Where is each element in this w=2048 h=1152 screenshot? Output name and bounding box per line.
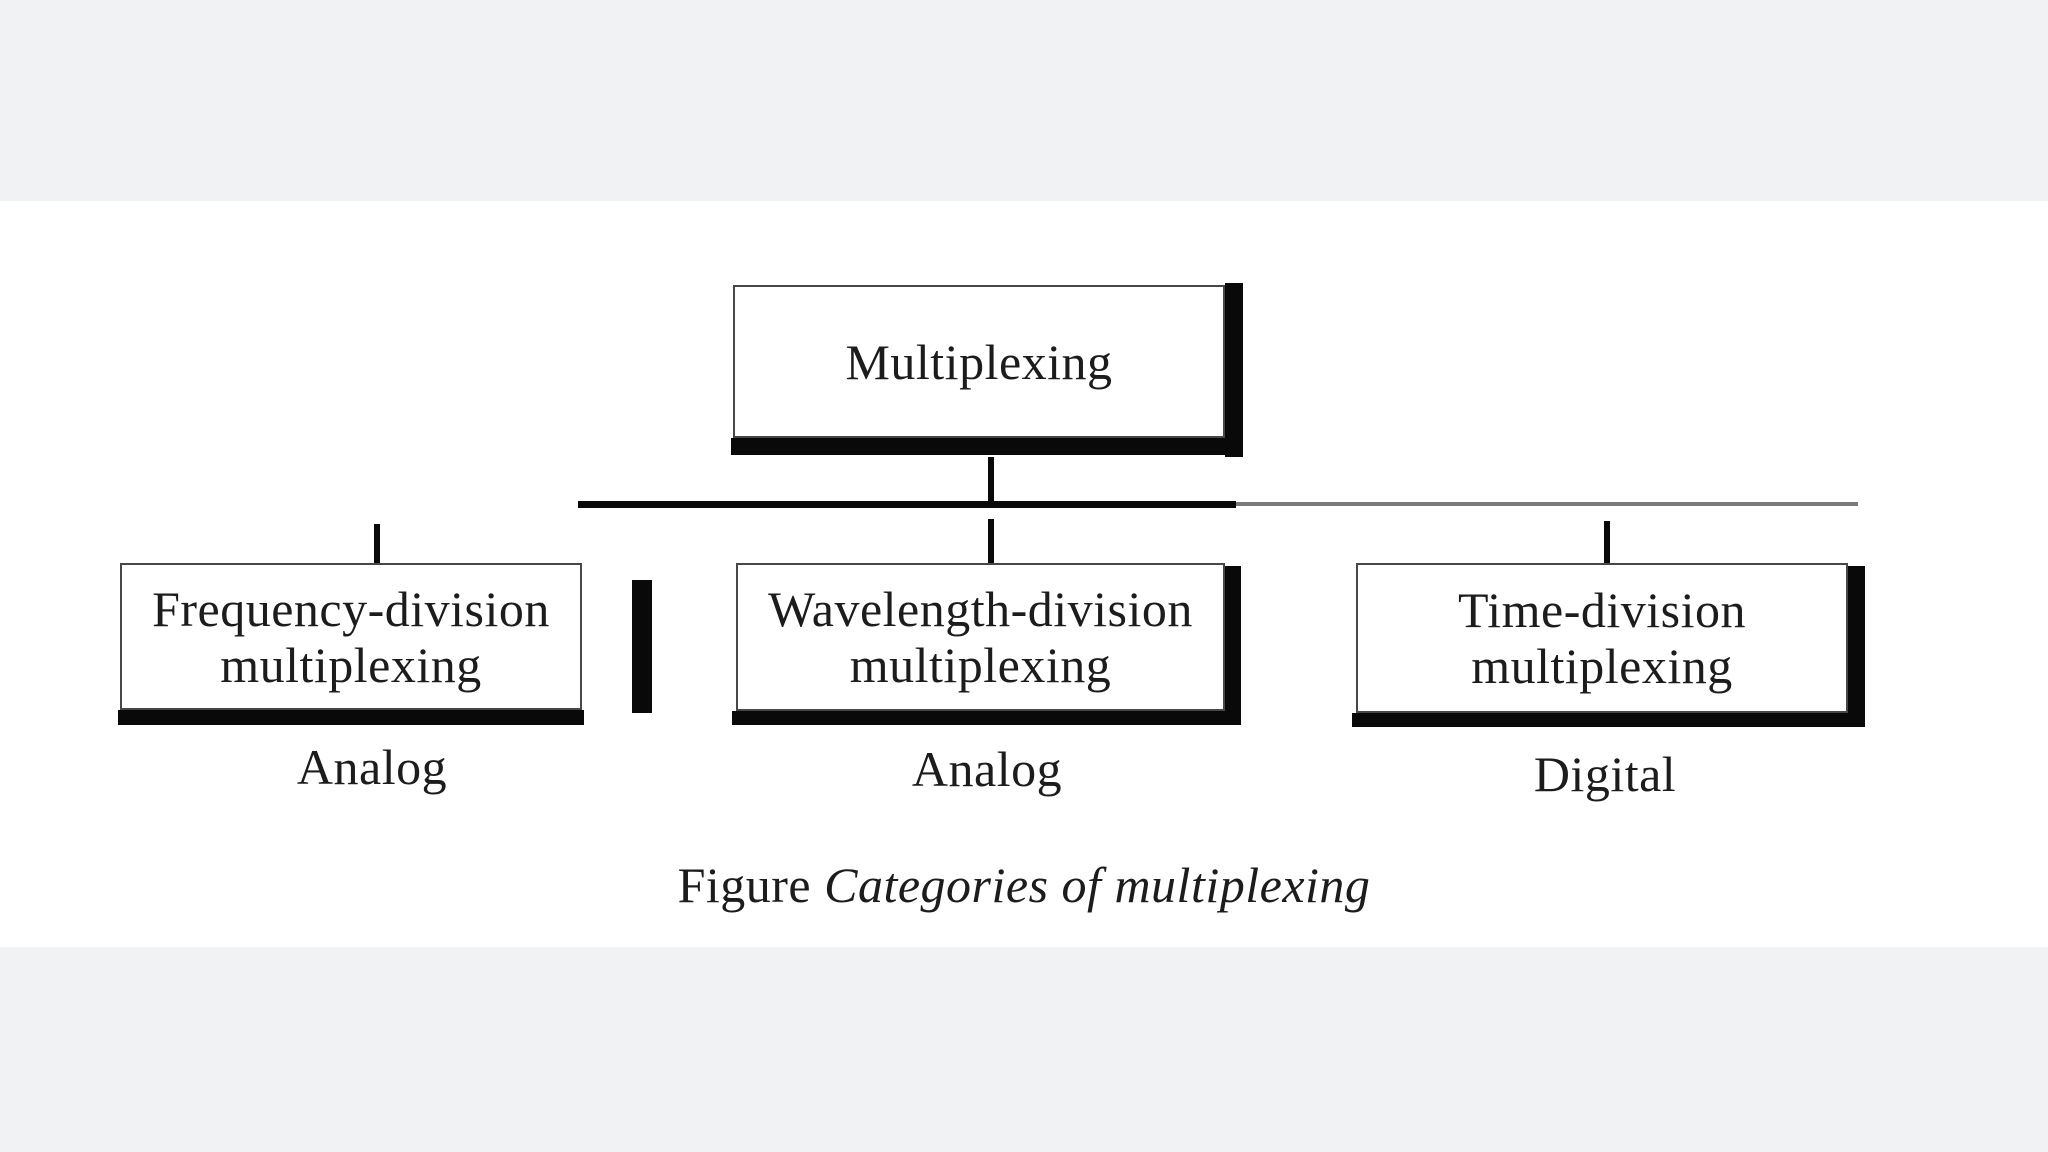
node-multiplexing: Multiplexing — [733, 285, 1225, 438]
node-fdm-label-line1: Frequency-division — [152, 580, 550, 637]
node-tdm-label-line1: Time-division — [1457, 582, 1747, 638]
node-wdm: Wavelength-division multiplexing — [736, 563, 1225, 711]
node-wdm-label-line2: multiplexing — [849, 637, 1112, 693]
connector-stub-wdm — [988, 519, 994, 564]
figure-caption: Figure Categories of multiplexing — [0, 856, 2048, 914]
node-fdm-label: Frequency-division multiplexing — [152, 581, 550, 693]
figure-caption-title: Categories of multiplexing — [824, 857, 1371, 913]
connector-stub-fdm — [374, 524, 380, 564]
bottom-margin-band — [0, 947, 2048, 1152]
connector-rail-thick — [578, 501, 1236, 508]
category-label-fdm: Analog — [296, 739, 448, 795]
node-tdm-label: Time-division multiplexing — [1458, 582, 1746, 694]
node-wdm-label-line1: Wavelength-division — [768, 581, 1193, 637]
connector-root-stub — [988, 457, 994, 502]
category-label-wdm: Analog — [911, 741, 1063, 797]
top-margin-band — [0, 0, 2048, 201]
category-label-tdm: Digital — [1533, 746, 1677, 802]
node-fdm-bottom-shadow-bar — [118, 710, 584, 725]
connector-rail-thin — [1236, 502, 1858, 506]
node-tdm: Time-division multiplexing — [1356, 563, 1848, 713]
figure-caption-prefix: Figure — [677, 857, 825, 913]
node-wdm-right-shadow-bar — [1225, 566, 1241, 725]
node-fdm: Frequency-division multiplexing — [120, 563, 582, 710]
node-multiplexing-bottom-shadow-bar — [731, 438, 1243, 455]
node-wdm-bottom-shadow-bar — [732, 711, 1241, 725]
node-wdm-label: Wavelength-division multiplexing — [768, 581, 1193, 693]
node-multiplexing-label: Multiplexing — [845, 333, 1113, 390]
separator-bar — [632, 580, 652, 713]
node-tdm-bottom-shadow-bar — [1352, 713, 1864, 727]
node-tdm-right-shadow-bar — [1848, 566, 1865, 727]
node-fdm-label-line2: multiplexing — [220, 636, 482, 693]
connector-stub-tdm — [1604, 521, 1610, 564]
node-tdm-label-line2: multiplexing — [1471, 638, 1733, 694]
node-multiplexing-right-shadow-bar — [1225, 283, 1243, 457]
